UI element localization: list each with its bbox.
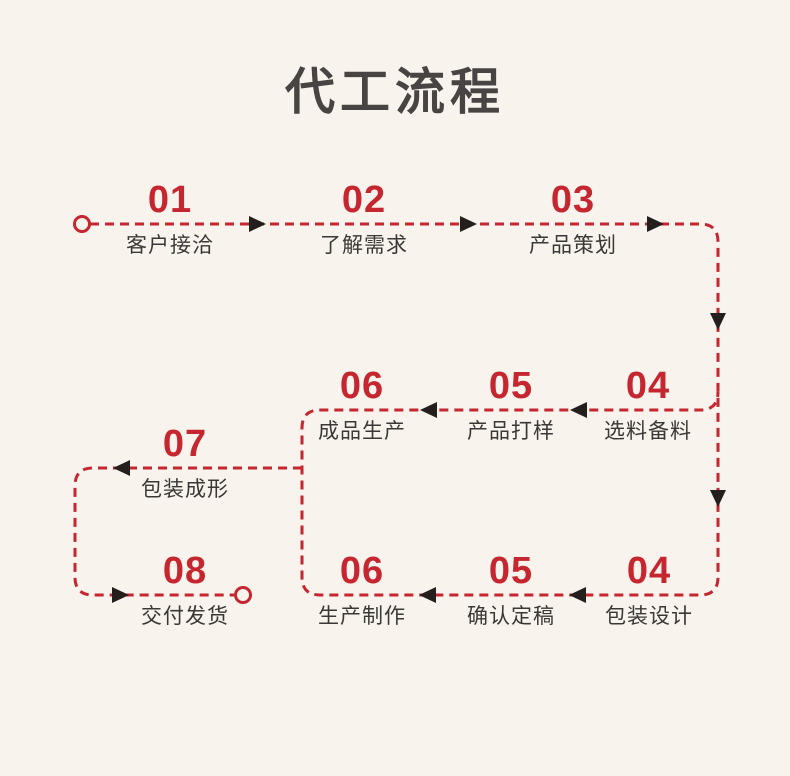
step-number: 05 — [488, 550, 534, 592]
arrow-left-icon — [570, 402, 587, 418]
step-number: 06 — [339, 365, 385, 407]
arrow-left-icon — [419, 587, 436, 603]
arrow-left-icon — [113, 460, 130, 476]
step-05b-final-confirmation: 05 确认定稿 — [426, 552, 596, 629]
step-label: 成品生产 — [318, 420, 406, 443]
arrow-left-icon — [420, 402, 437, 418]
step-04-material-selection: 04 选料备料 — [563, 367, 733, 444]
step-06-finished-production: 06 成品生产 — [277, 367, 447, 444]
arrow-right-icon — [647, 216, 664, 232]
step-05-product-sampling: 05 产品打样 — [426, 367, 596, 444]
arrow-down-icon — [710, 313, 726, 330]
step-06b-manufacturing: 06 生产制作 — [277, 552, 447, 629]
step-08-delivery: 08 交付发货 — [100, 552, 270, 629]
step-label: 包装设计 — [605, 605, 693, 628]
step-number: 05 — [488, 365, 534, 407]
step-label: 客户接洽 — [126, 234, 214, 257]
step-number: 07 — [162, 423, 208, 465]
page-title: 代工流程 — [285, 64, 505, 120]
step-07-packaging-forming: 07 包装成形 — [100, 425, 270, 502]
arrow-right-icon — [460, 216, 477, 232]
step-04b-packaging-design: 04 包装设计 — [564, 552, 734, 629]
step-label: 选料备料 — [604, 420, 692, 443]
step-label: 产品打样 — [467, 420, 555, 443]
step-number: 06 — [339, 550, 385, 592]
step-label: 包装成形 — [141, 478, 229, 501]
step-label: 交付发货 — [141, 605, 229, 628]
start-node-icon — [73, 215, 91, 233]
step-label: 了解需求 — [320, 234, 408, 257]
step-label: 产品策划 — [529, 234, 617, 257]
step-03-product-planning: 03 产品策划 — [488, 181, 658, 258]
step-01-customer-contact: 01 客户接洽 — [85, 181, 255, 258]
arrow-right-icon — [249, 216, 266, 232]
step-number: 04 — [625, 365, 671, 407]
arrow-left-icon — [569, 587, 586, 603]
step-label: 确认定稿 — [467, 605, 555, 628]
end-node-icon — [234, 586, 252, 604]
arrow-down-icon — [710, 490, 726, 507]
step-number: 01 — [147, 179, 193, 221]
step-number: 04 — [626, 550, 672, 592]
step-number: 02 — [341, 179, 387, 221]
flow-path-branch — [73, 466, 302, 597]
step-number: 08 — [162, 550, 208, 592]
step-number: 03 — [550, 179, 596, 221]
arrow-right-icon — [112, 587, 129, 603]
flow-path-main — [90, 222, 720, 597]
step-label: 生产制作 — [318, 605, 406, 628]
step-02-understand-needs: 02 了解需求 — [279, 181, 449, 258]
